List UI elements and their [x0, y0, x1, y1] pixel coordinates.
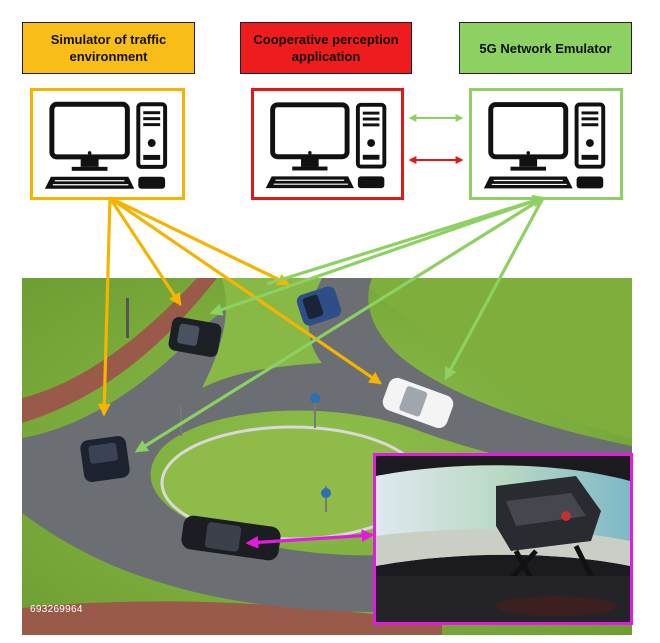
- car-icon: [181, 515, 281, 561]
- cooperative-perception-label-text: Cooperative perception application: [253, 32, 399, 64]
- network-emulator-computer-box: [469, 88, 623, 200]
- simulator-label: Simulator of traffic environment: [22, 22, 195, 74]
- cooperative-perception-label: Cooperative perception application: [240, 22, 412, 74]
- driving-simulator-photo: [373, 453, 633, 625]
- desktop-computer-icon: [483, 102, 606, 189]
- simulator-computer-box: [30, 88, 185, 200]
- network-emulator-label: 5G Network Emulator: [459, 22, 632, 74]
- photo-watermark: 693269964: [30, 604, 83, 615]
- desktop-computer-icon: [265, 102, 387, 189]
- car-icon: [80, 436, 130, 482]
- network-emulator-label-text: 5G Network Emulator: [479, 40, 612, 56]
- simulator-label-text: Simulator of traffic environment: [50, 32, 167, 64]
- desktop-computer-icon: [44, 101, 168, 189]
- cooperative-perception-computer-box: [251, 88, 404, 200]
